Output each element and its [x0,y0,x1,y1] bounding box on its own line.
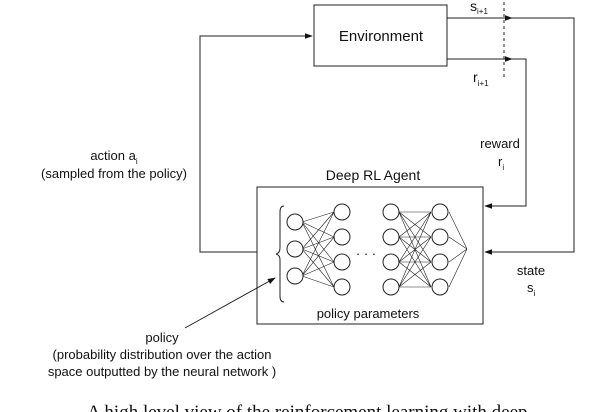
hidden-node [333,278,351,296]
reward-symbol: ri [498,154,504,172]
input-node [286,267,304,285]
hidden-node [382,203,400,221]
hidden-node [382,278,400,296]
hidden-node [431,278,449,296]
hidden-node [333,253,351,271]
network-nodes [286,203,449,296]
hidden-node [431,253,449,271]
state-label: state [517,263,545,278]
action-note: (sampled from the policy) [41,166,187,181]
hidden-node [382,253,400,271]
network-ellipsis: · · · [356,246,376,261]
state-feedback-arrow [484,17,575,255]
agent-title: Deep RL Agent [326,167,421,183]
policy-description-line2: space outputted by the neural network ) [48,364,276,379]
environment-label: Environment [339,28,424,45]
caption-fragment: A high level view of the reinforcement l… [87,402,528,412]
next-reward-label: ri+1 [473,69,489,88]
state-symbol: si [527,280,536,298]
policy-description-line1: (probability distribution over the actio… [53,347,272,362]
network-edges [301,211,468,288]
input-node [286,213,304,231]
hidden-node [431,228,449,246]
next-state-label: si+1 [470,0,488,16]
hidden-node [333,228,351,246]
policy-title: policy [145,330,179,345]
action-label: action ai [90,148,138,166]
input-node [286,240,304,258]
reward-feedback-arrow [484,58,527,209]
reward-label: reward [480,136,520,151]
policy-parameters-label: policy parameters [317,306,420,321]
hidden-node [431,203,449,221]
action-arrow [199,33,313,253]
hidden-node [382,228,400,246]
hidden-node [333,203,351,221]
environment-box [313,4,448,67]
policy-pointer-arrow [184,277,276,329]
brace [275,205,285,303]
